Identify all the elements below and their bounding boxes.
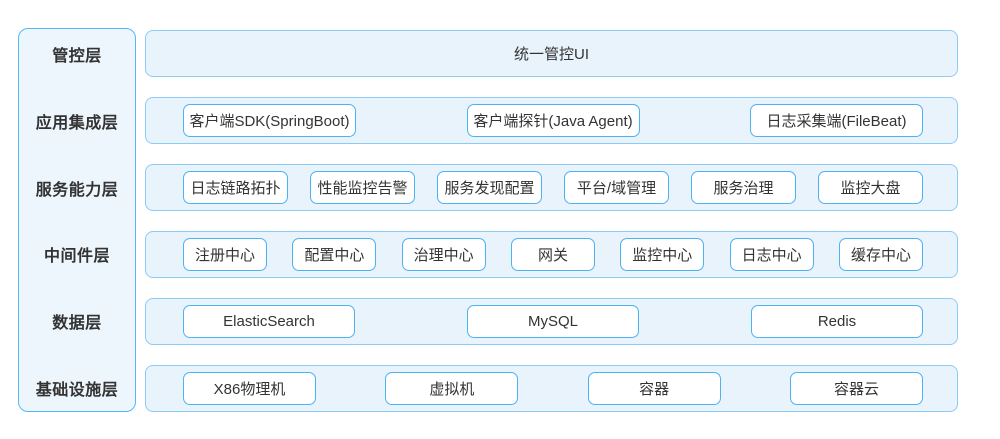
- component-performance-alert: 性能监控告警: [310, 171, 415, 204]
- component-service-governance: 服务治理: [691, 171, 796, 204]
- sidebar-layer-data: 数据层: [52, 315, 102, 333]
- component-redis: Redis: [751, 305, 923, 338]
- component-virtual-machine: 虚拟机: [385, 372, 519, 405]
- component-service-discovery-config: 服务发现配置: [437, 171, 542, 204]
- component-governance-center: 治理中心: [401, 238, 486, 271]
- row-infrastructure-layer: X86物理机 虚拟机 容器 容器云: [145, 365, 958, 412]
- component-container: 容器: [587, 372, 721, 405]
- component-log-trace-topology: 日志链路拓扑: [183, 171, 288, 204]
- component-container-cloud: 容器云: [789, 372, 923, 405]
- component-monitor-center: 监控中心: [620, 238, 705, 271]
- row-integration-layer: 客户端SDK(SpringBoot) 客户端探针(Java Agent) 日志采…: [145, 97, 958, 144]
- layer-sidebar: 管控层 应用集成层 服务能力层 中间件层 数据层 基础设施层: [18, 28, 136, 412]
- component-client-sdk: 客户端SDK(SpringBoot): [183, 104, 356, 137]
- component-elasticsearch: ElasticSearch: [183, 305, 355, 338]
- sidebar-layer-control: 管控层: [52, 48, 102, 66]
- component-platform-domain-mgmt: 平台/域管理: [564, 171, 669, 204]
- component-gateway: 网关: [510, 238, 595, 271]
- component-monitor-dashboard: 监控大盘: [818, 171, 923, 204]
- sidebar-layer-integration: 应用集成层: [35, 115, 119, 132]
- row-data-layer: ElasticSearch MySQL Redis: [145, 298, 958, 345]
- component-x86-physical-machine: X86物理机: [183, 372, 316, 405]
- row-capability-layer: 日志链路拓扑 性能监控告警 服务发现配置 平台/域管理 服务治理 监控大盘: [145, 164, 958, 211]
- sidebar-layer-capability: 服务能力层: [35, 181, 119, 199]
- component-registry-center: 注册中心: [183, 238, 267, 271]
- row-middleware-layer: 注册中心 配置中心 治理中心 网关 监控中心 日志中心 缓存中心: [145, 231, 958, 278]
- component-log-center: 日志中心: [729, 238, 814, 271]
- component-log-collector: 日志采集端(FileBeat): [750, 104, 923, 137]
- unified-control-ui-label: 统一管控UI: [513, 46, 589, 63]
- sidebar-layer-middleware: 中间件层: [43, 248, 110, 266]
- row-control-layer: 统一管控UI: [145, 30, 958, 77]
- layer-rows: 统一管控UI 客户端SDK(SpringBoot) 客户端探针(Java Age…: [145, 30, 958, 412]
- sidebar-layer-infrastructure: 基础设施层: [35, 381, 119, 399]
- component-cache-center: 缓存中心: [838, 238, 923, 271]
- component-mysql: MySQL: [467, 305, 639, 338]
- component-client-agent: 客户端探针(Java Agent): [466, 104, 640, 137]
- component-config-center: 配置中心: [292, 238, 377, 271]
